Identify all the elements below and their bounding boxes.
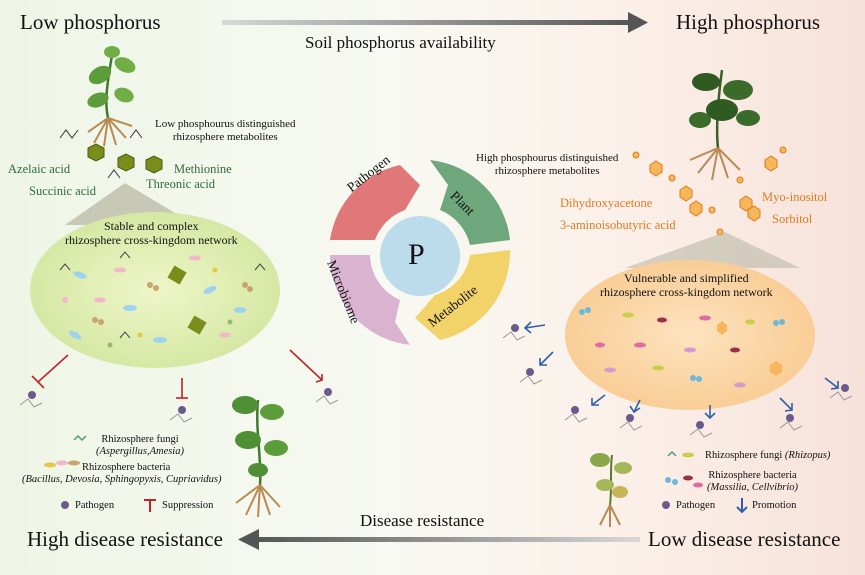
high-p-microbe-particles (579, 307, 785, 388)
metabolite-methionine: Methionine (174, 162, 232, 176)
right-legend-bacteria: Rhizosphere bacteria (Massilia, Cellvibr… (707, 470, 798, 493)
promotion-arrows (523, 321, 839, 420)
low-p-metabolites-title: Low phosphourus distinguished rhizospher… (155, 118, 296, 143)
metabolite-myo-inositol: Myo-inositol (762, 190, 828, 204)
high-disease-resistance-title: High disease resistance (27, 527, 223, 551)
metabolite-azelaic-acid: Azelaic acid (8, 162, 71, 176)
left-legend-pathogen: Pathogen (75, 500, 115, 511)
wheel-metabolite-segment (415, 250, 511, 340)
metabolite-dihydroxyacetone: Dihydroxyacetone (560, 196, 653, 210)
suppression-arrows (31, 349, 323, 399)
low-p-plant (87, 46, 136, 147)
wheel-plant-segment (430, 160, 510, 245)
wheel-core-label: P (408, 238, 425, 271)
phosphorus-axis-label: Soil phosphorus availability (305, 33, 496, 52)
wheel-pathogen-segment (330, 165, 420, 240)
metabolite-succinic-acid: Succinic acid (29, 184, 96, 198)
resistant-plant (232, 396, 288, 518)
phosphorus-gradient-arrow (222, 12, 648, 33)
left-legend-icons (44, 434, 156, 512)
disease-resistance-axis-label: Disease resistance (360, 511, 485, 530)
susceptible-plant (590, 453, 632, 527)
left-legend-bacteria: Rhizosphere bacteria (Bacillus, Devosia,… (22, 462, 222, 485)
high-phosphorus-title: High phosphorus (676, 10, 821, 34)
high-p-metabolites-title: High phosphourus distinguished rhizosphe… (476, 152, 619, 177)
high-p-plant (689, 69, 760, 181)
right-legend-icons (662, 450, 748, 514)
left-pathogen-icons (28, 388, 332, 414)
low-phosphorus-title: Low phosphorus (20, 10, 161, 34)
wheel-core (380, 216, 460, 296)
right-legend-fungi: Rhizosphere fungi (Rhizopus) (705, 450, 831, 461)
high-p-callout (625, 232, 800, 268)
high-p-network-ellipse (565, 260, 815, 410)
disease-resistance-arrow (238, 529, 640, 550)
left-legend-fungi: Rhizosphere fungi (Aspergillus,Amesia) (96, 434, 184, 457)
metabolite-3-aminoisobutyric-acid: 3-aminoisobutyric acid (560, 218, 676, 232)
low-p-microbe-particles (59, 251, 266, 348)
low-p-metabolite-icons (59, 129, 163, 179)
metabolite-sorbitol: Sorbitol (772, 212, 813, 226)
metabolite-threonic-acid: Threonic acid (146, 177, 216, 191)
high-p-network-label: Vulnerable and simplified rhizosphere cr… (600, 271, 773, 299)
center-wheel (329, 160, 511, 345)
wheel-microbiome-segment (329, 255, 410, 345)
right-legend-pathogen: Pathogen (676, 500, 716, 511)
low-p-network-label: Stable and complex rhizosphere cross-kin… (65, 219, 238, 247)
right-legend-promotion: Promotion (752, 500, 797, 511)
left-legend-suppression: Suppression (162, 500, 214, 511)
high-p-metabolite-icons (632, 146, 787, 236)
low-disease-resistance-title: Low disease resistance (648, 527, 841, 551)
right-pathogen-icons (511, 324, 849, 429)
